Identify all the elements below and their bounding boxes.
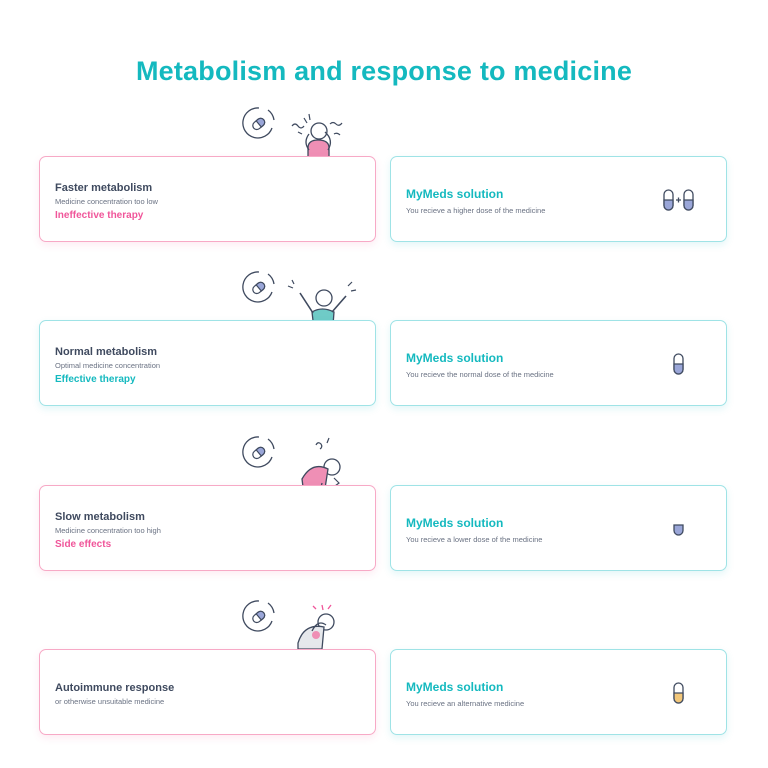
therapy-status: Effective therapy [55, 374, 136, 385]
concentration-text: or otherwise unsuitable medicine [55, 697, 165, 706]
metabolism-title: Faster metabolism [55, 182, 153, 194]
row-faster-metabolism: Faster metabolism Medicine concentration… [0, 104, 768, 274]
pill-gesture-icon [242, 600, 275, 632]
metabolism-title: Normal metabolism [55, 346, 158, 358]
faster-metabolism-card: Faster metabolism Medicine concentration… [39, 156, 376, 242]
solution-text: You recieve the normal dose of the medic… [406, 370, 554, 379]
solution-title: MyMeds solution [406, 351, 504, 365]
mymeds-solution-card: MyMeds solution You recieve an alternati… [390, 649, 727, 735]
solution-text: You recieve an alternative medicine [406, 699, 525, 708]
page-title: Metabolism and response to medicine [135, 56, 633, 86]
normal-metabolism-card: Normal metabolism Optimal medicine conce… [39, 320, 376, 406]
solution-title: MyMeds solution [406, 187, 504, 201]
half-pill-icon [673, 524, 684, 536]
metabolism-title: Slow metabolism [55, 511, 145, 523]
metabolism-title: Autoimmune response [55, 682, 175, 694]
pill-gesture-icon [242, 107, 275, 139]
solution-title: MyMeds solution [406, 516, 504, 530]
solution-title: MyMeds solution [406, 680, 504, 694]
yellow-pill-icon [673, 682, 684, 704]
pill-icon [673, 353, 684, 375]
autoimmune-response-card: Autoimmune response or otherwise unsuita… [39, 649, 376, 735]
solution-text: You recieve a lower dose of the medicine [406, 535, 543, 544]
mymeds-solution-card: MyMeds solution You recieve a lower dose… [390, 485, 727, 571]
solution-text: You recieve a higher dose of the medicin… [406, 206, 546, 215]
pill-gesture-icon [242, 436, 275, 468]
concentration-text: Medicine concentration too low [55, 197, 158, 206]
therapy-status: Ineffective therapy [55, 210, 144, 221]
pill-gesture-icon [242, 271, 275, 303]
concentration-text: Optimal medicine concentration [55, 361, 161, 370]
therapy-status: Side effects [55, 539, 112, 550]
row-normal-metabolism: Normal metabolism Optimal medicine conce… [0, 268, 768, 438]
mymeds-solution-card: MyMeds solution You recieve the normal d… [390, 320, 727, 406]
mymeds-solution-card: MyMeds solution You recieve a higher dos… [390, 156, 727, 242]
double-pill-icon [663, 189, 694, 211]
concentration-text: Medicine concentration too high [55, 526, 161, 535]
row-slow-metabolism: Slow metabolism Medicine concentration t… [0, 433, 768, 603]
row-autoimmune-response: Autoimmune response or otherwise unsuita… [0, 597, 768, 767]
slow-metabolism-card: Slow metabolism Medicine concentration t… [39, 485, 376, 571]
